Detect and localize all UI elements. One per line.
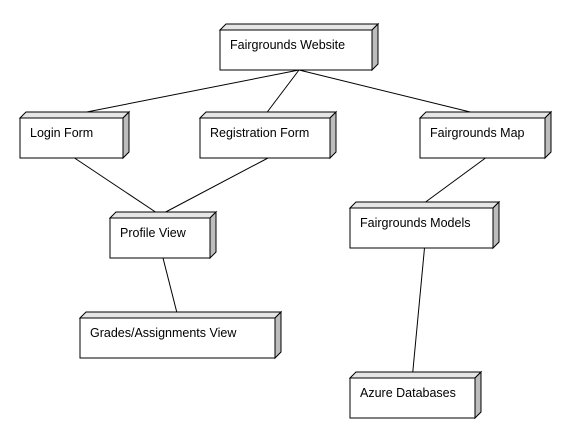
node-fairgrounds-models[interactable]: Fairgrounds Models [348, 200, 501, 250]
node-profile-view[interactable]: Profile View [108, 210, 218, 260]
node-label: Fairgrounds Map [430, 126, 525, 140]
edge-fairgrounds-website-to-login-form [71, 69, 300, 116]
node-box-top [348, 201, 501, 209]
edge-profile-view-to-grades-assignments-view [162, 257, 178, 316]
node-box-side [274, 310, 282, 360]
node-registration-form[interactable]: Registration Form [198, 110, 338, 160]
node-label: Fairgrounds Models [360, 216, 470, 230]
node-login-form[interactable]: Login Form [18, 110, 131, 160]
node-fairgrounds-website[interactable]: Fairgrounds Website [218, 22, 380, 72]
node-box-front [419, 117, 546, 159]
edge-fairgrounds-website-to-fairgrounds-map [298, 69, 483, 116]
node-box-front [19, 117, 124, 159]
node-box-side [122, 110, 130, 160]
node-box-top [348, 371, 483, 379]
node-fairgrounds-map[interactable]: Fairgrounds Map [418, 110, 553, 160]
edge-fairgrounds-models-to-azure-databases [412, 247, 425, 376]
edge-fairgrounds-website-to-registration-form [264, 69, 300, 116]
node-box-front [349, 207, 494, 249]
node-box-side [371, 22, 379, 72]
node-label: Azure Databases [360, 386, 456, 400]
node-box-front [79, 317, 276, 359]
node-box-front [199, 117, 331, 159]
node-azure-databases[interactable]: Azure Databases [348, 370, 483, 420]
node-box-side [209, 210, 217, 260]
node-box-side [329, 110, 337, 160]
node-box-top [418, 111, 553, 119]
edge-fairgrounds-map-to-fairgrounds-models [421, 157, 486, 206]
node-box-front [349, 377, 476, 419]
node-box-top [18, 111, 131, 119]
node-box-front [219, 29, 373, 71]
connections [71, 69, 486, 376]
node-box-front [109, 217, 211, 259]
node-label: Profile View [120, 226, 187, 240]
edge-login-form-to-profile-view [74, 157, 161, 216]
node-box-side [544, 110, 552, 160]
node-label: Registration Form [210, 126, 309, 140]
node-box-top [218, 23, 380, 31]
edge-registration-form-to-profile-view [159, 157, 269, 216]
node-label: Grades/Assignments View [90, 326, 237, 340]
node-label: Login Form [30, 126, 93, 140]
node-box-top [108, 211, 218, 219]
node-box-top [78, 311, 283, 319]
node-box-side [492, 200, 500, 250]
node-grades-assignments-view[interactable]: Grades/Assignments View [78, 310, 283, 360]
node-box-top [198, 111, 338, 119]
node-label: Fairgrounds Website [230, 38, 345, 52]
node-box-side [474, 370, 482, 420]
